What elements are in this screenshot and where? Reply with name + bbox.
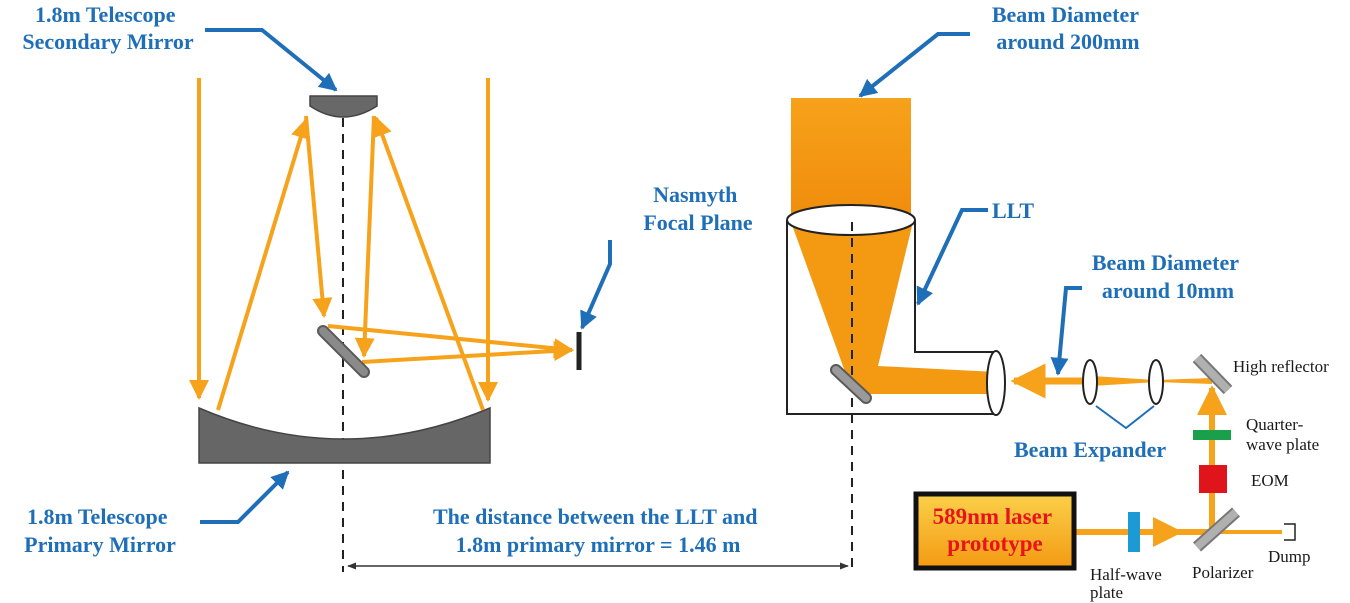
label-nasmyth: Nasmyth Focal Plane	[643, 182, 753, 235]
label-half-wave: Half-wave plate	[1090, 565, 1166, 602]
expander-lens-1	[1082, 359, 1098, 405]
ray-secondary-to-tertiary-left	[304, 115, 333, 318]
callout-beam-10	[1050, 286, 1082, 376]
label-laser: 589nm laser prototype	[933, 504, 1058, 556]
ray-secondary-to-tertiary-right	[354, 115, 376, 358]
label-llt: LLT	[992, 198, 1034, 223]
label-high-reflector: High reflector	[1233, 357, 1329, 376]
label-beam-200: Beam Diameter around 200mm	[992, 2, 1144, 54]
callout-secondary-mirror	[205, 28, 338, 92]
primary-mirror	[198, 406, 491, 464]
half-wave-plate	[1128, 512, 1140, 552]
llt-beam-cone	[791, 222, 996, 394]
label-dump: Dump	[1268, 547, 1311, 566]
beam-dump	[1284, 523, 1296, 541]
label-quarter-wave: Quarter- wave plate	[1246, 415, 1319, 454]
callout-llt	[916, 208, 988, 306]
callout-beam-200	[858, 32, 970, 98]
callout-primary-mirror	[200, 470, 290, 524]
label-distance: The distance between the LLT and 1.8m pr…	[433, 504, 763, 557]
ray-to-nasmyth-lower	[361, 341, 574, 364]
secondary-mirror	[309, 95, 378, 118]
label-primary-mirror: 1.8m Telescope Primary Mirror	[24, 504, 176, 557]
quarter-wave-plate	[1193, 430, 1231, 440]
laser-prototype-box	[913, 491, 1077, 571]
callout-beam-expander	[1095, 405, 1155, 430]
beam-200mm	[791, 98, 911, 220]
eom	[1199, 465, 1227, 493]
label-beam-10: Beam Diameter around 10mm	[1092, 250, 1244, 303]
callout-nasmyth	[580, 240, 612, 330]
label-polarizer: Polarizer	[1192, 563, 1254, 582]
ray-to-nasmyth-upper	[327, 324, 574, 359]
ray-primary-to-secondary-left	[216, 118, 311, 411]
label-beam-expander: Beam Expander	[1014, 437, 1166, 462]
label-eom: EOM	[1251, 471, 1289, 490]
ray-primary-to-secondary-right	[372, 116, 485, 411]
label-secondary-mirror: 1.8m Telescope Secondary Mirror	[22, 2, 194, 54]
llt-aperture	[786, 204, 916, 236]
expander-lens-2	[1148, 359, 1164, 405]
llt-entrance-lens	[986, 350, 1006, 416]
